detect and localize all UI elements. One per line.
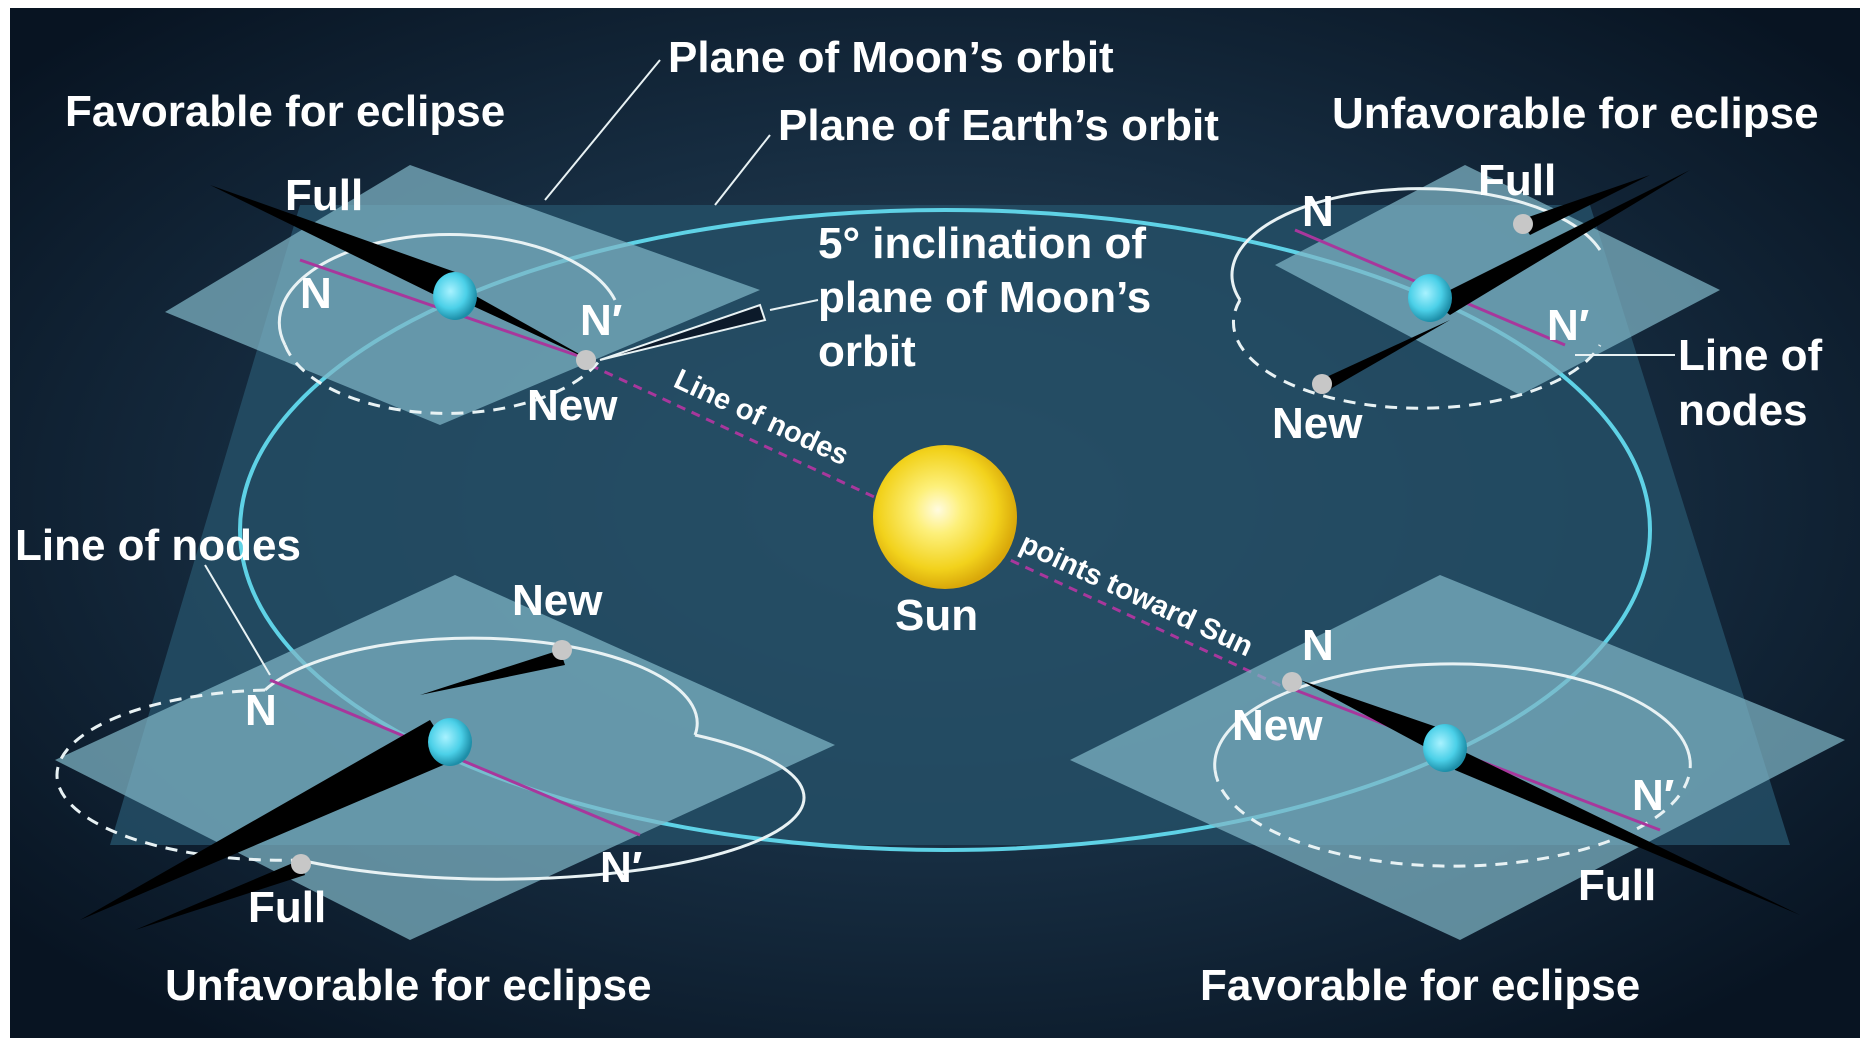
moon-orbit-bottom-right-near [1213,759,1692,868]
earth-top-left [433,272,477,320]
shadow-cone-bottom-right-b [1440,740,1800,915]
label-node-prime-top-right: N′ [1547,301,1589,350]
label-node-prime-bottom-left: N′ [600,843,642,892]
label-line-of-nodes-right-1: Line of [1678,331,1823,380]
label-new-bottom-right: New [1232,701,1323,750]
leader-plane-moon [544,59,661,201]
label-inclination-1: 5° inclination of [818,219,1146,268]
moon-orbit-top-left [277,233,617,346]
leader-inclination [769,299,819,311]
shadow-cone-full-top-left [210,185,455,300]
panel-top-right [1230,165,1720,410]
label-full-top-right: Full [1478,156,1556,205]
label-sun: Sun [895,591,978,640]
moon-orbit-bottom-left-far [55,688,301,862]
label-node-top-right: N [1302,187,1334,236]
moon-orbit-top-left-far [283,344,602,415]
label-node-prime-top-left: N′ [580,296,622,345]
moon-new-top-left [576,350,596,370]
shadow-cone-top-right-c [1320,320,1450,392]
label-full-bottom-right: Full [1578,861,1656,910]
leader-line-nodes-left [204,564,271,676]
label-inclination-2: plane of Moon’s [818,273,1151,322]
leader-plane-earth [714,134,771,206]
label-new-top-left: New [527,381,618,430]
label-plane-moon-orbit: Plane of Moon’s orbit [668,33,1114,82]
earth-orbit [238,208,1652,852]
shadow-cone-top-right [1430,170,1690,315]
inclination-wedge [599,303,767,361]
shadow-cone-new-top-left [460,290,590,360]
moon-orbit-top-right-far [1232,299,1602,410]
label-new-top-right: New [1272,399,1363,448]
shadow-cone-bottom-right-a [1300,680,1460,755]
shadow-cone-bottom-left-b [135,860,305,930]
label-node-bottom-right: N [1302,621,1334,670]
moon-orbit-bottom-left [264,636,699,736]
label-inclination-3: orbit [818,327,916,376]
moon-orbit-bottom-left-near [299,733,806,881]
label-node-top-left: N [300,269,332,318]
moon-new-bottom-right [1282,672,1302,692]
label-full-top-left: Full [285,171,363,220]
label-line-of-nodes-right-2: nodes [1678,386,1808,435]
label-node-prime-bottom-right: N′ [1632,771,1674,820]
label-plane-earth-orbit: Plane of Earth’s orbit [778,101,1219,150]
moon-full-bottom-left [291,854,311,874]
earth-top-right [1408,274,1452,322]
earth-bottom-right [1423,724,1467,772]
panel-bottom-right [1070,575,1845,940]
shadow-cone-bottom-left-a [80,720,455,920]
label-full-bottom-left: Full [248,883,326,932]
caption-top-left: Favorable for eclipse [65,87,505,136]
caption-bottom-right: Favorable for eclipse [1200,961,1640,1010]
shadow-cone-top-right-b [1520,175,1650,235]
shadow-cone-bottom-left-c [420,650,565,695]
sun [873,445,1017,589]
panel-bottom-left [55,575,835,940]
moon-orbit-bottom-right [1213,662,1692,771]
moon-full-top-right [1513,214,1533,234]
panel-top-left [165,165,767,425]
label-node-bottom-left: N [245,686,277,735]
moon-new-bottom-left [552,640,572,660]
moon-new-top-right [1312,374,1332,394]
label-line-of-nodes-left: Line of nodes [15,521,301,570]
caption-bottom-left: Unfavorable for eclipse [165,961,652,1010]
earth-bottom-left [428,718,472,766]
caption-top-right: Unfavorable for eclipse [1332,89,1819,138]
label-new-bottom-left: New [512,576,603,625]
